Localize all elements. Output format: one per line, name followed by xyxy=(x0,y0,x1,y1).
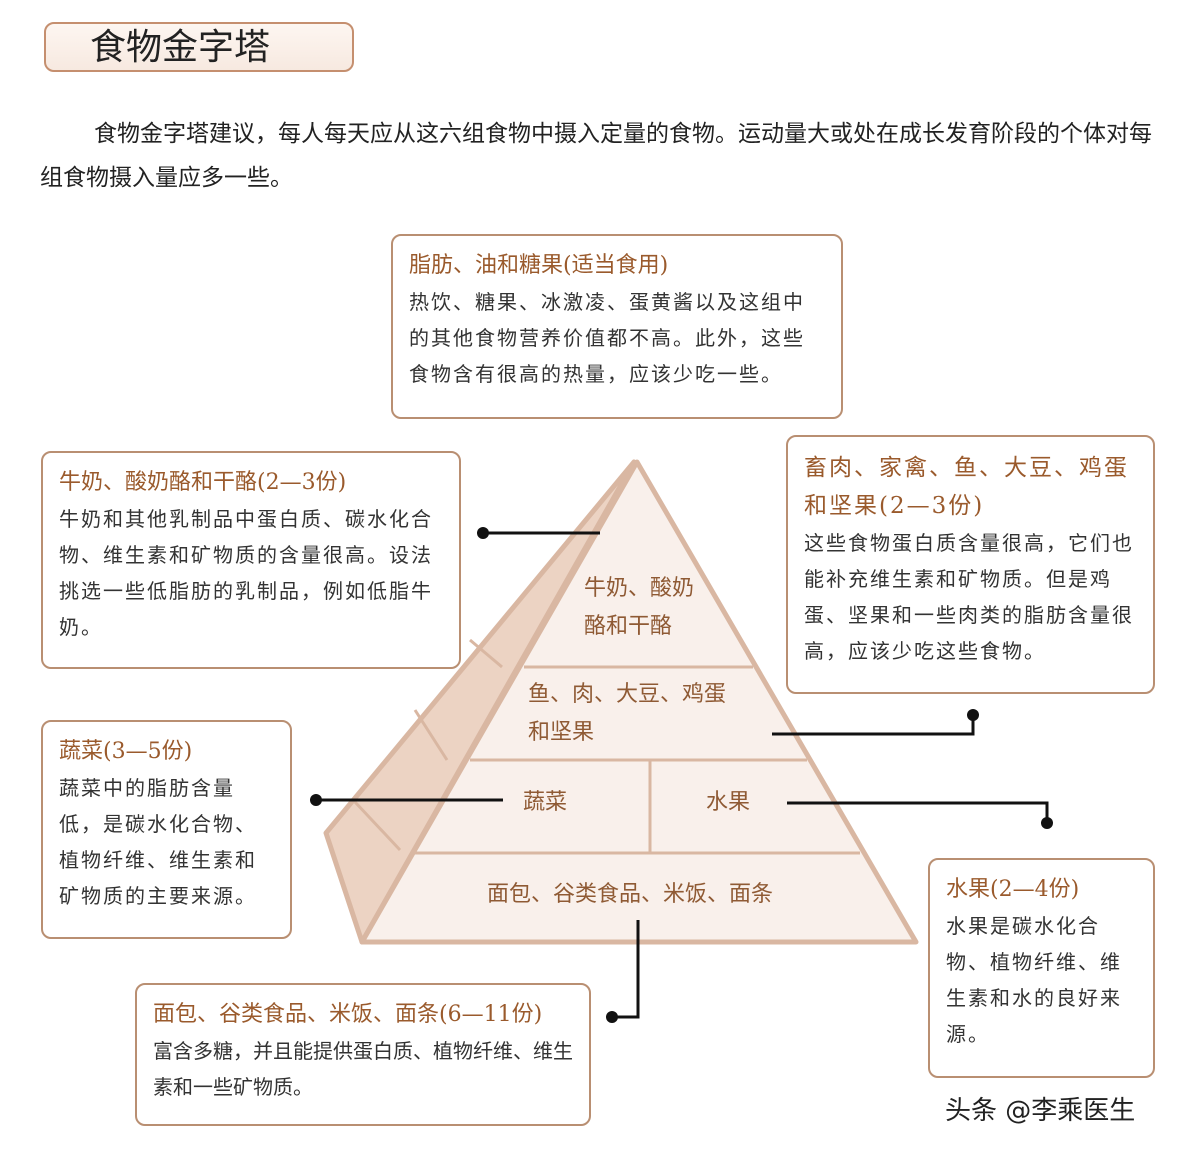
fats-info-box: 脂肪、油和糖果(适当食用)热饮、糖果、冰激凌、蛋黄酱以及这组中的其他食物营养价值… xyxy=(391,234,843,419)
title-banner: 食物金字塔 xyxy=(44,22,354,72)
vegetables-info-box: 蔬菜(3—5份)蔬菜中的脂肪含量低，是碳水化合物、植物纤维、维生素和矿物质的主要… xyxy=(41,720,292,939)
page-title: 食物金字塔 xyxy=(90,27,271,68)
connector-lines xyxy=(316,531,1049,1019)
pyramid-tier-protein: 鱼、肉、大豆、鸡蛋和坚果 xyxy=(528,682,727,745)
pyramid-tier-dairy: 牛奶、酸奶酪和干酪 xyxy=(584,576,695,639)
protein-info-box: 畜肉、家禽、鱼、大豆、鸡蛋和坚果(2—3份)这些食物蛋白质含量很高，它们也能补充… xyxy=(786,435,1155,694)
connector-dots xyxy=(310,527,1053,1023)
pyramid-tier-lines xyxy=(353,638,860,855)
dairy-info-box: 牛奶、酸奶酪和干酪(2—3份)牛奶和其他乳制品中蛋白质、碳水化合物、维生素和矿物… xyxy=(41,451,461,669)
grains-info-box: 面包、谷类食品、米饭、面条(6—11份)富含多糖，并且能提供蛋白质、植物纤维、维… xyxy=(135,983,591,1126)
pyramid-tier-grains: 面包、谷类食品、米饭、面条 xyxy=(487,882,774,907)
pyramid-tier-vegetables: 蔬菜 xyxy=(523,790,568,815)
intro-paragraph: 食物金字塔建议，每人每天应从这六组食物中摄入定量的食物。运动量大或处在成长发育阶… xyxy=(40,121,1152,191)
watermark: 头条 @李乘医生 xyxy=(945,1096,1136,1126)
fruit-info-box: 水果(2—4份)水果是碳水化合物、植物纤维、维生素和水的良好来源。 xyxy=(928,858,1155,1078)
pyramid-tier-fruit: 水果 xyxy=(706,790,751,815)
